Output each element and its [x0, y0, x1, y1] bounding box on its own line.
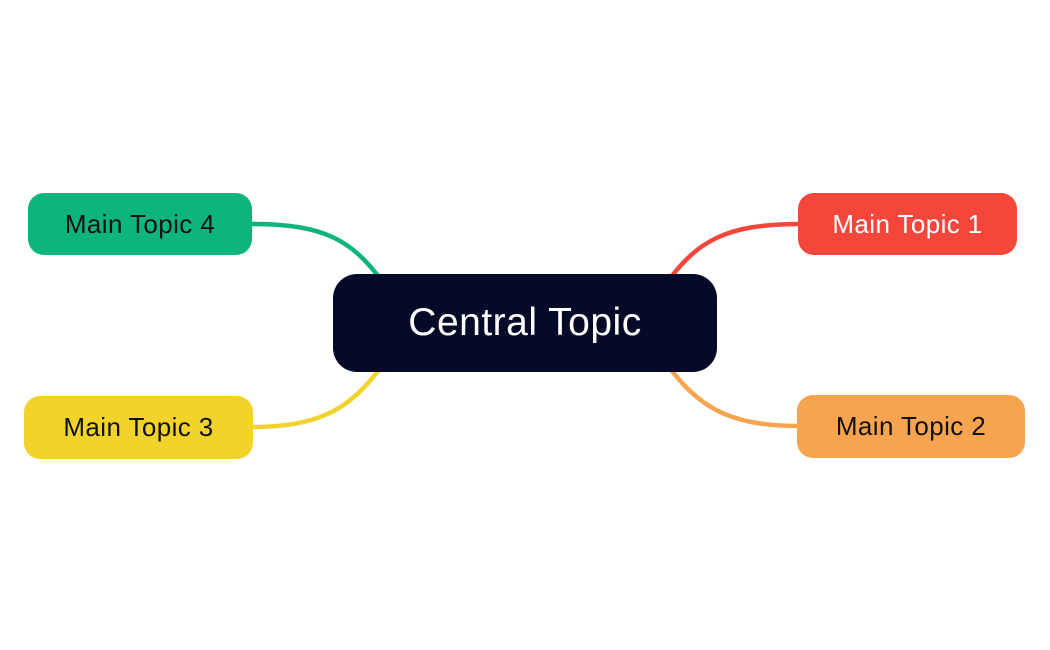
main-topic-4-label: Main Topic 4	[64, 208, 216, 239]
connector-central-to-main-topic-3	[248, 363, 385, 430]
node-main-topic-3[interactable]: Main Topic 3	[24, 396, 253, 459]
connector-central-to-main-topic-4	[248, 221, 385, 284]
connector-central-to-main-topic-2	[665, 363, 802, 429]
connector-central-to-main-topic-1	[665, 221, 803, 284]
node-main-topic-4[interactable]: Main Topic 4	[28, 193, 252, 255]
central-topic-node[interactable]: Central Topic	[333, 274, 717, 372]
main-topic-3-label: Main Topic 3	[63, 412, 214, 442]
main-topic-2-label: Main Topic 2	[835, 411, 987, 441]
node-main-topic-2[interactable]: Main Topic 2	[797, 395, 1025, 458]
node-main-topic-1[interactable]: Main Topic 1	[798, 193, 1017, 255]
main-topic-1-label: Main Topic 1	[832, 208, 983, 239]
central-topic-label: Central Topic	[408, 301, 642, 344]
